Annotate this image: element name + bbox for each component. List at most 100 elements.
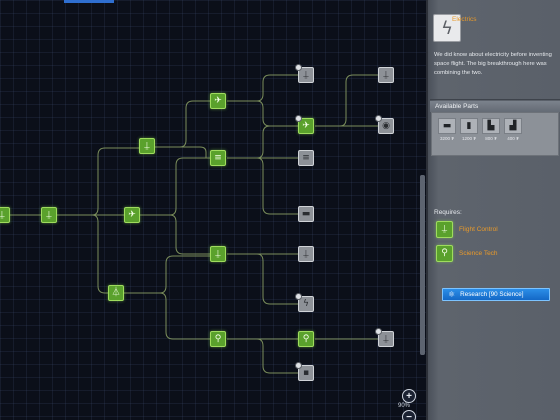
selected-tech-description: We did know about electricity before inv… bbox=[434, 52, 552, 76]
tree-scrollbar-thumb[interactable] bbox=[420, 175, 425, 355]
panel-divider bbox=[430, 99, 560, 100]
battery-bank-part[interactable]: ▮ 1200 ₮ bbox=[458, 118, 480, 142]
antenna-icon: ⍊ bbox=[436, 221, 453, 238]
research-button[interactable]: ⚛ Research [90 Science] bbox=[442, 288, 550, 301]
tech-node-general-rocketry[interactable]: ✈ bbox=[210, 93, 226, 109]
link-b bbox=[57, 147, 140, 216]
box-icon: ▪ bbox=[302, 367, 310, 378]
tech-node-locked-3[interactable]: ◉ bbox=[375, 115, 394, 134]
requirement-science-tech[interactable]: ⚲ Science Tech bbox=[436, 245, 556, 263]
tech-tree-connections bbox=[8, 74, 378, 374]
part-cost: 800 ₮ bbox=[485, 136, 497, 141]
antenna-icon: ⍊ bbox=[46, 209, 52, 220]
tech-node-survivability[interactable]: ≡ bbox=[210, 150, 226, 166]
tech-node-locked-5[interactable]: ▬ bbox=[298, 206, 314, 222]
tech-node-far-left[interactable]: ⍊ bbox=[0, 207, 10, 223]
tech-node-basic-rocketry[interactable]: ⏃ bbox=[108, 285, 124, 301]
link-n bbox=[227, 125, 299, 159]
research-button-label: Research [90 Science] bbox=[460, 291, 524, 298]
zoom-in-icon[interactable]: + bbox=[402, 389, 416, 403]
link-j bbox=[124, 292, 211, 340]
tech-node-electrics[interactable]: ϟ bbox=[295, 293, 314, 312]
lightning-icon: ϟ bbox=[433, 14, 461, 42]
zoom-in-glyph: + bbox=[406, 390, 412, 402]
battery-bank-icon: ▮ bbox=[460, 118, 478, 134]
science-badge-icon bbox=[295, 293, 302, 300]
requirement-name: Science Tech bbox=[459, 250, 498, 257]
plane-icon: ✈ bbox=[302, 120, 310, 131]
link-e bbox=[155, 100, 211, 148]
atom-icon: ⚛ bbox=[448, 290, 456, 299]
zoom-level: 90% bbox=[398, 403, 411, 409]
battery-icon: ▬ bbox=[438, 118, 456, 134]
link-g bbox=[140, 157, 211, 216]
link-o bbox=[227, 157, 298, 215]
rocket-icon: ⏃ bbox=[111, 287, 121, 298]
tech-node-start[interactable]: ⍊ bbox=[41, 207, 57, 223]
dish-icon: ◉ bbox=[382, 120, 390, 131]
large-battery-part[interactable]: ▟ 400 ₮ bbox=[502, 118, 524, 142]
solar-panel-part[interactable]: ▙ 800 ₮ bbox=[480, 118, 502, 142]
research-panel: ϟ Electrics We did know about electricit… bbox=[426, 0, 560, 420]
part-cost: 1200 ₮ bbox=[461, 136, 476, 141]
tech-node-locked-8[interactable]: ▪ bbox=[295, 362, 314, 381]
plane-icon: ✈ bbox=[214, 95, 222, 106]
solar-panel-icon: ▙ bbox=[482, 118, 500, 134]
strut-icon: ▬ bbox=[301, 208, 311, 219]
tech-node-aviation[interactable]: ✈ bbox=[295, 115, 314, 134]
selected-tech-title: Electrics bbox=[452, 16, 477, 23]
tech-node-locked-6[interactable]: ⍊ bbox=[298, 246, 314, 262]
lightning-icon: ϟ bbox=[303, 298, 309, 309]
plane-icon: ✈ bbox=[128, 209, 136, 220]
tech-node-advanced-rocketry[interactable]: ⍊ bbox=[210, 246, 226, 262]
link-h bbox=[140, 214, 211, 255]
link-k bbox=[227, 74, 298, 102]
antenna-icon: ⍊ bbox=[303, 248, 309, 259]
science-badge-icon bbox=[375, 115, 382, 122]
antenna-icon: ⍊ bbox=[383, 69, 389, 80]
requires-label: Requires: bbox=[434, 209, 462, 216]
part-cost: 400 ₮ bbox=[507, 136, 519, 141]
tech-node-locked-2[interactable]: ⍊ bbox=[378, 67, 394, 83]
antenna-icon: ⍊ bbox=[215, 248, 221, 259]
tech-tree-canvas[interactable]: ⍊ ⍊ ⍊ ✈ ⏃ ✈ ≡ ⍊ ⚲ ⍊ ⍊ ✈ ◉ ≡ ▬ ⍊ ϟ ⚲ ⍊ ▪ … bbox=[0, 0, 426, 420]
science-badge-icon bbox=[295, 362, 302, 369]
large-battery-icon: ▟ bbox=[504, 118, 522, 134]
tech-node-flight-control[interactable]: ⍊ bbox=[139, 138, 155, 154]
tech-node-locked-7[interactable]: ⍊ bbox=[375, 328, 394, 347]
part-cost: 3200 ₮ bbox=[439, 136, 454, 141]
requirement-flight-control[interactable]: ⍊ Flight Control bbox=[436, 221, 556, 239]
link-i bbox=[124, 255, 211, 294]
battery-part[interactable]: ▬ 3200 ₮ bbox=[436, 118, 458, 142]
tech-node-science-tech[interactable]: ⚲ bbox=[210, 331, 226, 347]
lightbulb-icon: ⚲ bbox=[436, 245, 453, 262]
zoom-out-glyph: − bbox=[406, 411, 412, 420]
science-badge-icon bbox=[375, 328, 382, 335]
tech-node-stability[interactable]: ✈ bbox=[124, 207, 140, 223]
link-s bbox=[227, 338, 298, 374]
lightbulb-icon: ⚲ bbox=[214, 333, 222, 344]
top-tab-highlight bbox=[64, 0, 114, 3]
link-q bbox=[227, 253, 298, 305]
tech-node-locked-1[interactable]: ⍊ bbox=[295, 64, 314, 83]
requirement-name: Flight Control bbox=[459, 226, 498, 233]
antenna-icon: ⍊ bbox=[0, 209, 5, 220]
panel-icon: ≡ bbox=[302, 152, 310, 163]
link-d bbox=[57, 214, 109, 294]
zoom-out-icon[interactable]: − bbox=[402, 410, 416, 420]
science-badge-icon bbox=[295, 64, 302, 71]
antenna-icon: ⍊ bbox=[303, 69, 309, 80]
lightbulb-icon: ⚲ bbox=[302, 333, 310, 344]
tech-node-locked-4[interactable]: ≡ bbox=[298, 150, 314, 166]
link-f bbox=[155, 146, 211, 159]
link-l bbox=[227, 100, 299, 127]
antenna-icon: ⍊ bbox=[383, 333, 389, 344]
link-t bbox=[315, 74, 378, 127]
tech-node-low-green[interactable]: ⚲ bbox=[298, 331, 314, 347]
science-badge-icon bbox=[295, 115, 302, 122]
tree-scrollbar[interactable] bbox=[420, 175, 425, 355]
panel-icon: ≡ bbox=[214, 152, 222, 163]
available-parts-list: ▬ 3200 ₮ ▮ 1200 ₮ ▙ 800 ₮ ▟ 400 ₮ bbox=[431, 112, 559, 156]
antenna-icon: ⍊ bbox=[144, 140, 150, 151]
available-parts-header: Available Parts bbox=[430, 101, 560, 112]
